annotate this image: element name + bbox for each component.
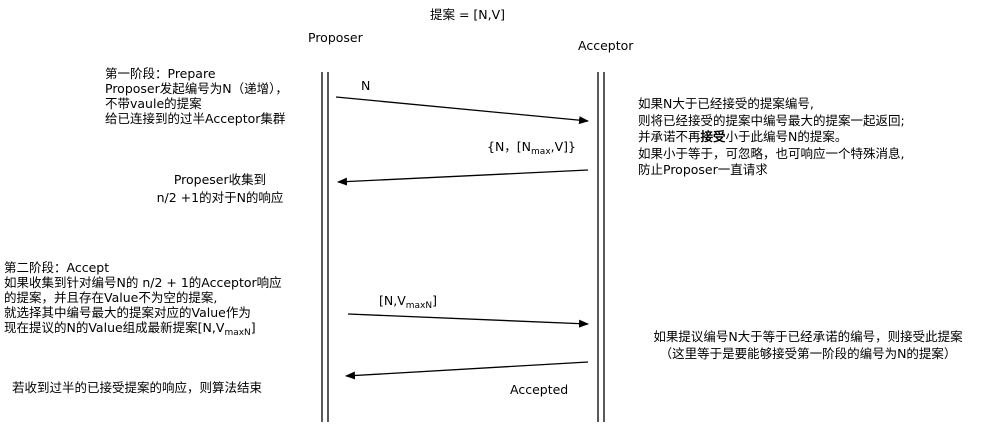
- phase2-line: 就选择其中编号最大的提案对应的Value作为: [4, 305, 251, 320]
- promise-arrow: [337, 169, 589, 186]
- acceptor-label: Acceptor: [578, 38, 634, 53]
- collect-line: Propeser收集到: [173, 172, 267, 187]
- phase2-line: 如果收集到针对编号N的 n/2 + 1的Acceptor响应: [4, 275, 282, 290]
- phase1-description: 第一阶段：Prepare Proposer发起编号为N（递增）， 不带vaule…: [105, 66, 288, 126]
- acceptor-rule-line: 并承诺不再接受小于此编号N的提案。: [638, 129, 848, 144]
- diagram-title: 提案 = [N,V]: [430, 7, 506, 22]
- promise-message-sub: max: [531, 147, 551, 157]
- promise-message-label: {N，[Nmax,V]}: [487, 139, 576, 157]
- acceptor-rule2-line: 如果提议编号N大于等于已经承诺的编号，则接受此提案: [653, 329, 963, 344]
- accept-arrow: [347, 313, 589, 328]
- phase1-line: Proposer发起编号为N（递增），: [105, 81, 288, 96]
- acceptor-rule-line: 防止Proposer一直请求: [638, 162, 768, 177]
- acceptor-phase1-rule: 如果N大于已经接受的提案编号, 则将已经接受的提案中编号最大的提案一起返回; 并…: [638, 96, 905, 179]
- proposer-label: Proposer: [308, 30, 363, 45]
- prepare-arrow: [335, 96, 589, 125]
- promise-message-pre: {N，[N: [487, 139, 532, 154]
- phase1-line: 不带vaule的提案: [105, 96, 202, 111]
- acceptor-rule-line: 如果小于等于，可忽略，也可响应一个特殊消息,: [638, 145, 905, 161]
- acceptor-rule-line: 如果N大于已经接受的提案编号,: [638, 96, 814, 111]
- emphasis-accept: 接受: [700, 129, 726, 144]
- promise-message-post: ,V]}: [550, 139, 576, 154]
- phase2-line: 的提案，并且存在Value不为空的提案,: [4, 290, 218, 305]
- proposer-collect-note: Propeser收集到 n/2 +1的对于N的响应: [135, 172, 305, 205]
- acceptor-lifeline: [597, 72, 605, 422]
- prepare-message-label: N: [361, 78, 371, 93]
- phase1-line: 给已连接到的过半Acceptor集群: [105, 111, 286, 126]
- accepted-message-label: Accepted: [510, 382, 569, 397]
- end-note: 若收到过半的已接受提案的响应，则算法结束: [12, 380, 263, 395]
- acceptor-phase2-rule: 如果提议编号N大于等于已经承诺的编号，则接受此提案 （这里等于是要能够接受第一阶…: [620, 328, 996, 362]
- phase2-line: 第二阶段：Accept: [4, 260, 110, 275]
- accept-message-label: [N,VmaxN]: [379, 293, 437, 311]
- phase2-line: 现在提议的N的Value组成最新提案[N,VmaxN]: [4, 320, 256, 338]
- acceptor-rule2-line: （这里等于是要能够接受第一阶段的编号为N的提案）: [659, 346, 957, 361]
- phase1-line: 第一阶段：Prepare: [105, 66, 216, 81]
- acceptor-rule-line: 则将已经接受的提案中编号最大的提案一起返回;: [638, 112, 905, 128]
- phase2-description: 第二阶段：Accept 如果收集到针对编号N的 n/2 + 1的Acceptor…: [4, 260, 282, 338]
- collect-line: n/2 +1的对于N的响应: [156, 190, 284, 205]
- proposer-lifeline: [321, 72, 329, 422]
- accepted-arrow: [345, 361, 589, 380]
